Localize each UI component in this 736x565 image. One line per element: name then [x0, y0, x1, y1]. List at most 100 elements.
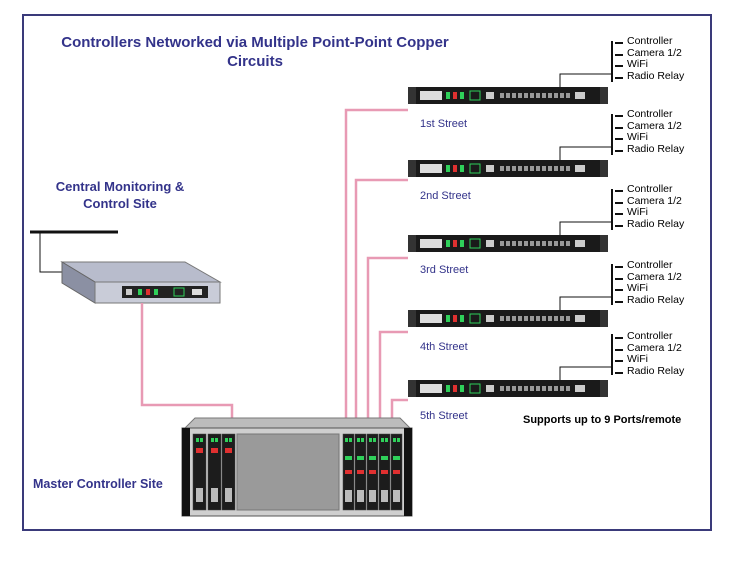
unit-display [420, 239, 442, 248]
port-jack [542, 316, 546, 321]
remote-unit-2 [408, 114, 613, 177]
port-jack [530, 316, 534, 321]
unit-power-connector [575, 315, 585, 322]
diagram-title: Controllers Networked via Multiple Point… [61, 34, 449, 70]
remote-unit-1 [408, 41, 613, 104]
master-card-right-4 [378, 433, 391, 511]
circuit-4th-street [378, 330, 408, 428]
master-card-right-5 [390, 433, 403, 511]
device-hookup-line [559, 73, 612, 87]
device-item: WiFi [615, 131, 684, 144]
device-item: Controller [615, 35, 684, 48]
port-jack [554, 316, 558, 321]
led-green [229, 438, 232, 442]
port-jack [500, 93, 504, 98]
card-handle [225, 488, 232, 502]
led-green [460, 165, 464, 172]
master-card-left-3 [221, 433, 236, 511]
led-red [453, 385, 457, 392]
led-green [446, 385, 450, 392]
device-hookup-line [559, 221, 612, 235]
port-jack [524, 166, 528, 171]
circuit-3rd-street [366, 256, 408, 428]
device-item: WiFi [615, 206, 684, 219]
unit-display [420, 384, 442, 393]
led-red [196, 448, 203, 453]
port-jack [524, 386, 528, 391]
led-green [349, 438, 352, 442]
unit-display [420, 164, 442, 173]
device-list-4th-street: Controller Camera 1/2 WiFi Radio Relay [615, 259, 684, 307]
unit-power-connector [575, 165, 585, 172]
led-red [345, 470, 352, 474]
led-green [397, 438, 400, 442]
port-jack [530, 93, 534, 98]
led-red [369, 470, 376, 474]
copper-circuits [140, 108, 408, 428]
card-handle [381, 490, 388, 502]
device-item: Radio Relay [615, 143, 684, 156]
card-handle [369, 490, 376, 502]
street-label-2: 2nd Street [420, 190, 471, 202]
street-label-1: 1st Street [420, 118, 468, 130]
unit-connector [486, 92, 494, 99]
unit-port-indicator [469, 313, 481, 324]
port-jack [524, 241, 528, 246]
unit-display [420, 91, 442, 100]
remote-units [408, 41, 613, 397]
device-list-2nd-street: Controller Camera 1/2 WiFi Radio Relay [615, 108, 684, 156]
device-hookup-line [559, 296, 612, 310]
led-green [446, 92, 450, 99]
port-jack [518, 93, 522, 98]
unit-connector [486, 315, 494, 322]
led-green [357, 456, 364, 460]
led-green [345, 456, 352, 460]
central-site-label: Central Monitoring & Control Site [55, 179, 185, 211]
led-red [357, 470, 364, 474]
led-green [460, 240, 464, 247]
unit-power-connector [575, 92, 585, 99]
led-red [453, 92, 457, 99]
port-jack [536, 386, 540, 391]
street-label-4: 4th Street [420, 341, 468, 353]
device-list-3rd-street: Controller Camera 1/2 WiFi Radio Relay [615, 183, 684, 231]
remote-unit-3 [408, 189, 613, 252]
rack-ear-left [408, 380, 416, 397]
port-jack [500, 166, 504, 171]
street-label-3: 3rd Street [420, 264, 469, 276]
led-green [460, 92, 464, 99]
card-handle [196, 488, 203, 502]
device-item: Radio Relay [615, 70, 684, 83]
port-jack [512, 386, 516, 391]
port-jack [566, 316, 570, 321]
port-jack [530, 386, 534, 391]
port-jack [560, 166, 564, 171]
port-jack [536, 241, 540, 246]
rack-ear-right [600, 235, 608, 252]
device-item: Radio Relay [615, 365, 684, 378]
master-card-left-2 [207, 433, 222, 511]
rack-ear-right [600, 87, 608, 104]
led-green [385, 438, 388, 442]
unit-connector [486, 165, 494, 172]
led-red [393, 470, 400, 474]
device-item: Radio Relay [615, 294, 684, 307]
device-hookup-line [559, 366, 612, 380]
port-jack [548, 93, 552, 98]
rack-ear-left [408, 87, 416, 104]
port-jack [506, 316, 510, 321]
remote-unit-5 [408, 334, 613, 397]
led-green [373, 438, 376, 442]
port-jack [512, 166, 516, 171]
led-green [446, 315, 450, 322]
port-jack [566, 166, 570, 171]
port-jack [542, 166, 546, 171]
led-green [369, 438, 372, 442]
rack-ear-right [600, 310, 608, 327]
device-item: Radio Relay [615, 218, 684, 231]
device-hookup-line [559, 146, 612, 160]
port-jack [518, 241, 522, 246]
central-site-connection [30, 230, 118, 273]
rack-ear-left [408, 160, 416, 177]
